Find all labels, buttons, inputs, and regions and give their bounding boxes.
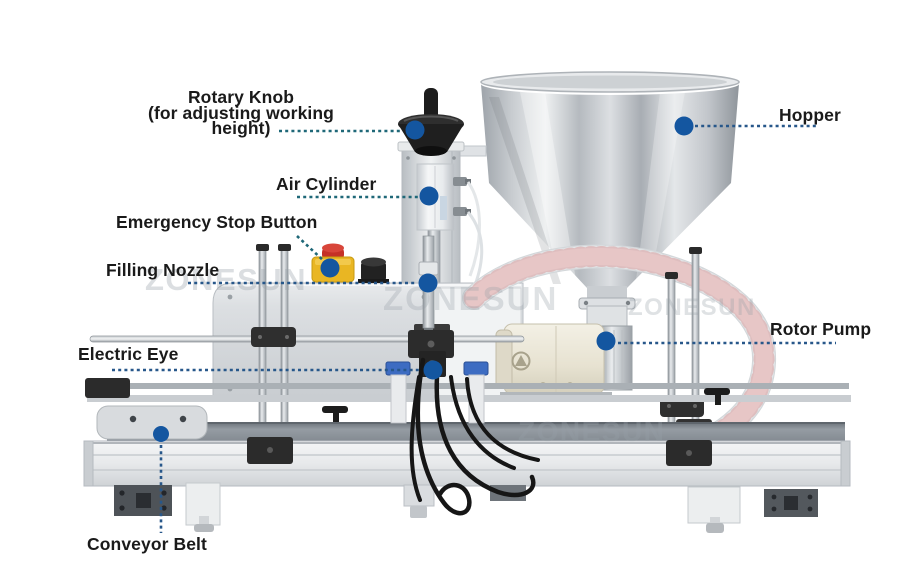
label-hopper: Hopper [779, 105, 841, 125]
callout-dots [153, 116, 694, 442]
label-rotor-pump: Rotor Pump [770, 319, 872, 339]
watermark: ZONESUN [383, 280, 558, 317]
callout-dot-hopper [674, 116, 694, 136]
callout-dot-rotor-pump [596, 331, 616, 351]
conveyor-belt-surface [107, 423, 845, 441]
callout-dot-rotary-knob [405, 120, 425, 140]
label-emergency-stop: Emergency Stop Button [116, 212, 318, 232]
callout-dot-air-cylinder [419, 186, 439, 206]
leader-emergency-stop [296, 235, 326, 263]
selector-knob-graphic [358, 257, 389, 283]
conveyor-graphic [83, 405, 851, 487]
watermark: ZONESUN [628, 294, 756, 321]
watermark: ZONESUN [518, 416, 665, 447]
label-electric-eye: Electric Eye [78, 344, 179, 364]
rotor-pump-graphic [495, 305, 633, 398]
callout-dot-conveyor-belt [153, 426, 169, 442]
label-rotary-knob: Rotary Knob (for adjusting working heigh… [118, 87, 364, 138]
label-conveyor-belt: Conveyor Belt [87, 534, 207, 554]
callout-dot-emergency-stop [320, 258, 340, 278]
watermark: ZONESUN [145, 262, 307, 297]
watermark-text: ZONESUN ZONESUN ZONESUN ZONESUN [145, 262, 756, 447]
cables-graphic [409, 357, 540, 516]
callout-dot-electric-eye [423, 360, 443, 380]
conveyor-legs-graphic [114, 482, 818, 533]
label-rotary-knob-line1: Rotary Knob [187, 87, 295, 107]
leader-lines [112, 124, 836, 533]
label-filling-nozzle: Filling Nozzle [106, 260, 220, 280]
callout-dot-filling-nozzle [418, 273, 438, 293]
label-air-cylinder: Air Cylinder [276, 174, 377, 194]
label-rotary-knob-line2: (for adjusting working height) [148, 102, 334, 138]
